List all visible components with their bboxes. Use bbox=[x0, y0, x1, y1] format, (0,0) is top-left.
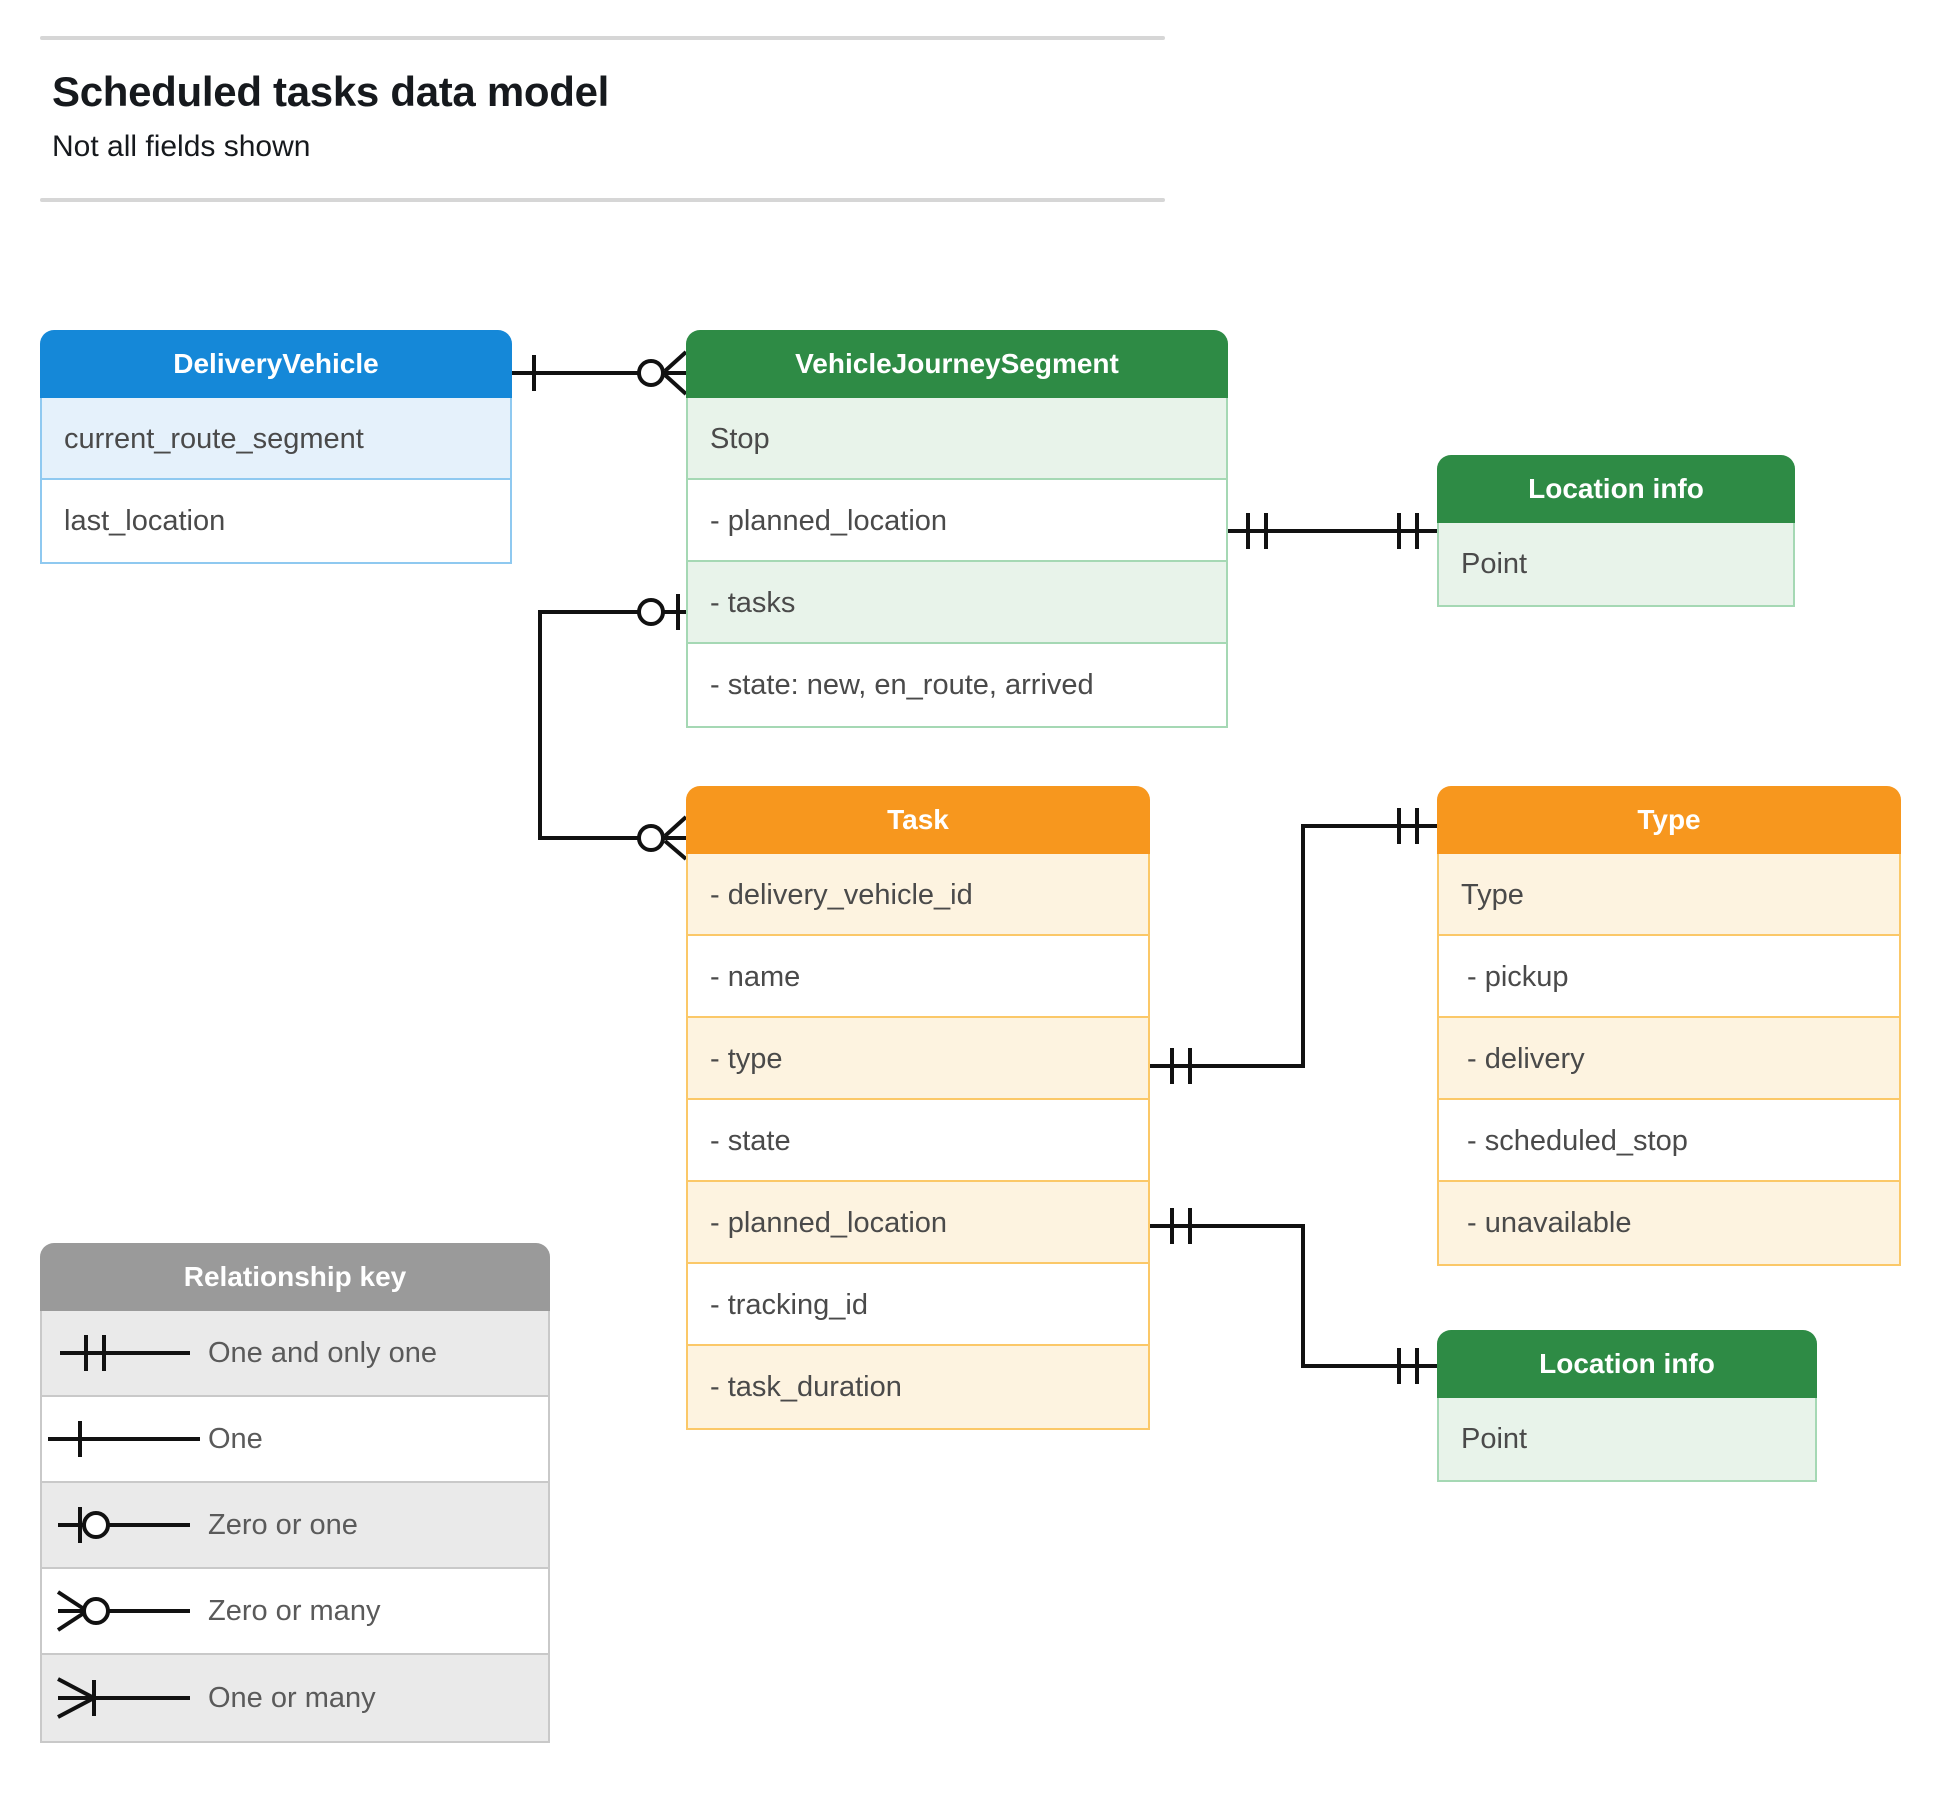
entity-title-location-info-top: Location info bbox=[1437, 455, 1795, 523]
legend-item-label: Zero or one bbox=[208, 1509, 358, 1541]
field-row: - scheduled_stop bbox=[1439, 1100, 1899, 1182]
legend-item-one-and-only-one: One and only one bbox=[42, 1311, 548, 1397]
legend-title: Relationship key bbox=[40, 1243, 550, 1311]
divider-bottom bbox=[40, 198, 1165, 202]
divider-top bbox=[40, 36, 1165, 40]
field-row: - tasks bbox=[688, 562, 1226, 644]
legend-body: One and only one One bbox=[40, 1311, 550, 1743]
entity-body-location-info-top: Point bbox=[1437, 523, 1795, 607]
entity-body-task: - delivery_vehicle_id - name - type - st… bbox=[686, 854, 1150, 1430]
entity-location-info-bottom[interactable]: Location info Point bbox=[1437, 1330, 1817, 1482]
entity-body-delivery-vehicle: current_route_segment last_location bbox=[40, 398, 512, 564]
one-icon bbox=[42, 1397, 208, 1481]
legend-item-one: One bbox=[42, 1397, 548, 1483]
field-row: - planned_location bbox=[688, 480, 1226, 562]
field-row: - delivery bbox=[1439, 1018, 1899, 1100]
field-row: - name bbox=[688, 936, 1148, 1018]
page-subtitle: Not all fields shown bbox=[52, 130, 311, 163]
entity-title-location-info-bottom: Location info bbox=[1437, 1330, 1817, 1398]
entity-body-location-info-bottom: Point bbox=[1437, 1398, 1817, 1482]
legend-item-zero-or-one: Zero or one bbox=[42, 1483, 548, 1569]
zero-or-many-icon bbox=[42, 1569, 208, 1653]
entity-delivery-vehicle[interactable]: DeliveryVehicle current_route_segment la… bbox=[40, 330, 512, 564]
entity-title-task: Task bbox=[686, 786, 1150, 854]
field-row: Point bbox=[1439, 1398, 1815, 1480]
field-row: - state bbox=[688, 1100, 1148, 1182]
relationship-key-legend[interactable]: Relationship key One and only one bbox=[40, 1243, 550, 1743]
entity-title-delivery-vehicle: DeliveryVehicle bbox=[40, 330, 512, 398]
field-row: - delivery_vehicle_id bbox=[688, 854, 1148, 936]
entity-location-info-top[interactable]: Location info Point bbox=[1437, 455, 1795, 607]
field-row: - unavailable bbox=[1439, 1182, 1899, 1264]
entity-title-vehicle-journey-segment: VehicleJourneySegment bbox=[686, 330, 1228, 398]
entity-body-type: Type - pickup - delivery - scheduled_sto… bbox=[1437, 854, 1901, 1266]
field-row: - tracking_id bbox=[688, 1264, 1148, 1346]
entity-body-vehicle-journey-segment: Stop - planned_location - tasks - state:… bbox=[686, 398, 1228, 728]
page-title: Scheduled tasks data model bbox=[52, 68, 610, 115]
field-row: - planned_location bbox=[688, 1182, 1148, 1264]
entity-task[interactable]: Task - delivery_vehicle_id - name - type… bbox=[686, 786, 1150, 1430]
field-row: Point bbox=[1439, 523, 1793, 605]
legend-item-label: One and only one bbox=[208, 1337, 437, 1369]
entity-vehicle-journey-segment[interactable]: VehicleJourneySegment Stop - planned_loc… bbox=[686, 330, 1228, 728]
legend-item-zero-or-many: Zero or many bbox=[42, 1569, 548, 1655]
entity-title-type: Type bbox=[1437, 786, 1901, 854]
field-row: - state: new, en_route, arrived bbox=[688, 644, 1226, 726]
field-row: - pickup bbox=[1439, 936, 1899, 1018]
field-row: Stop bbox=[688, 398, 1226, 480]
field-row: last_location bbox=[42, 480, 510, 562]
legend-item-label: One bbox=[208, 1423, 263, 1455]
zero-or-one-icon bbox=[42, 1483, 208, 1567]
legend-item-label: Zero or many bbox=[208, 1595, 381, 1627]
field-row: current_route_segment bbox=[42, 398, 510, 480]
entity-type[interactable]: Type Type - pickup - delivery - schedule… bbox=[1437, 786, 1901, 1266]
one-or-many-icon bbox=[42, 1655, 208, 1741]
field-row: - type bbox=[688, 1018, 1148, 1100]
legend-item-one-or-many: One or many bbox=[42, 1655, 548, 1741]
field-row: - task_duration bbox=[688, 1346, 1148, 1428]
field-row: Type bbox=[1439, 854, 1899, 936]
legend-item-label: One or many bbox=[208, 1682, 376, 1714]
one-and-only-one-icon bbox=[42, 1311, 208, 1395]
